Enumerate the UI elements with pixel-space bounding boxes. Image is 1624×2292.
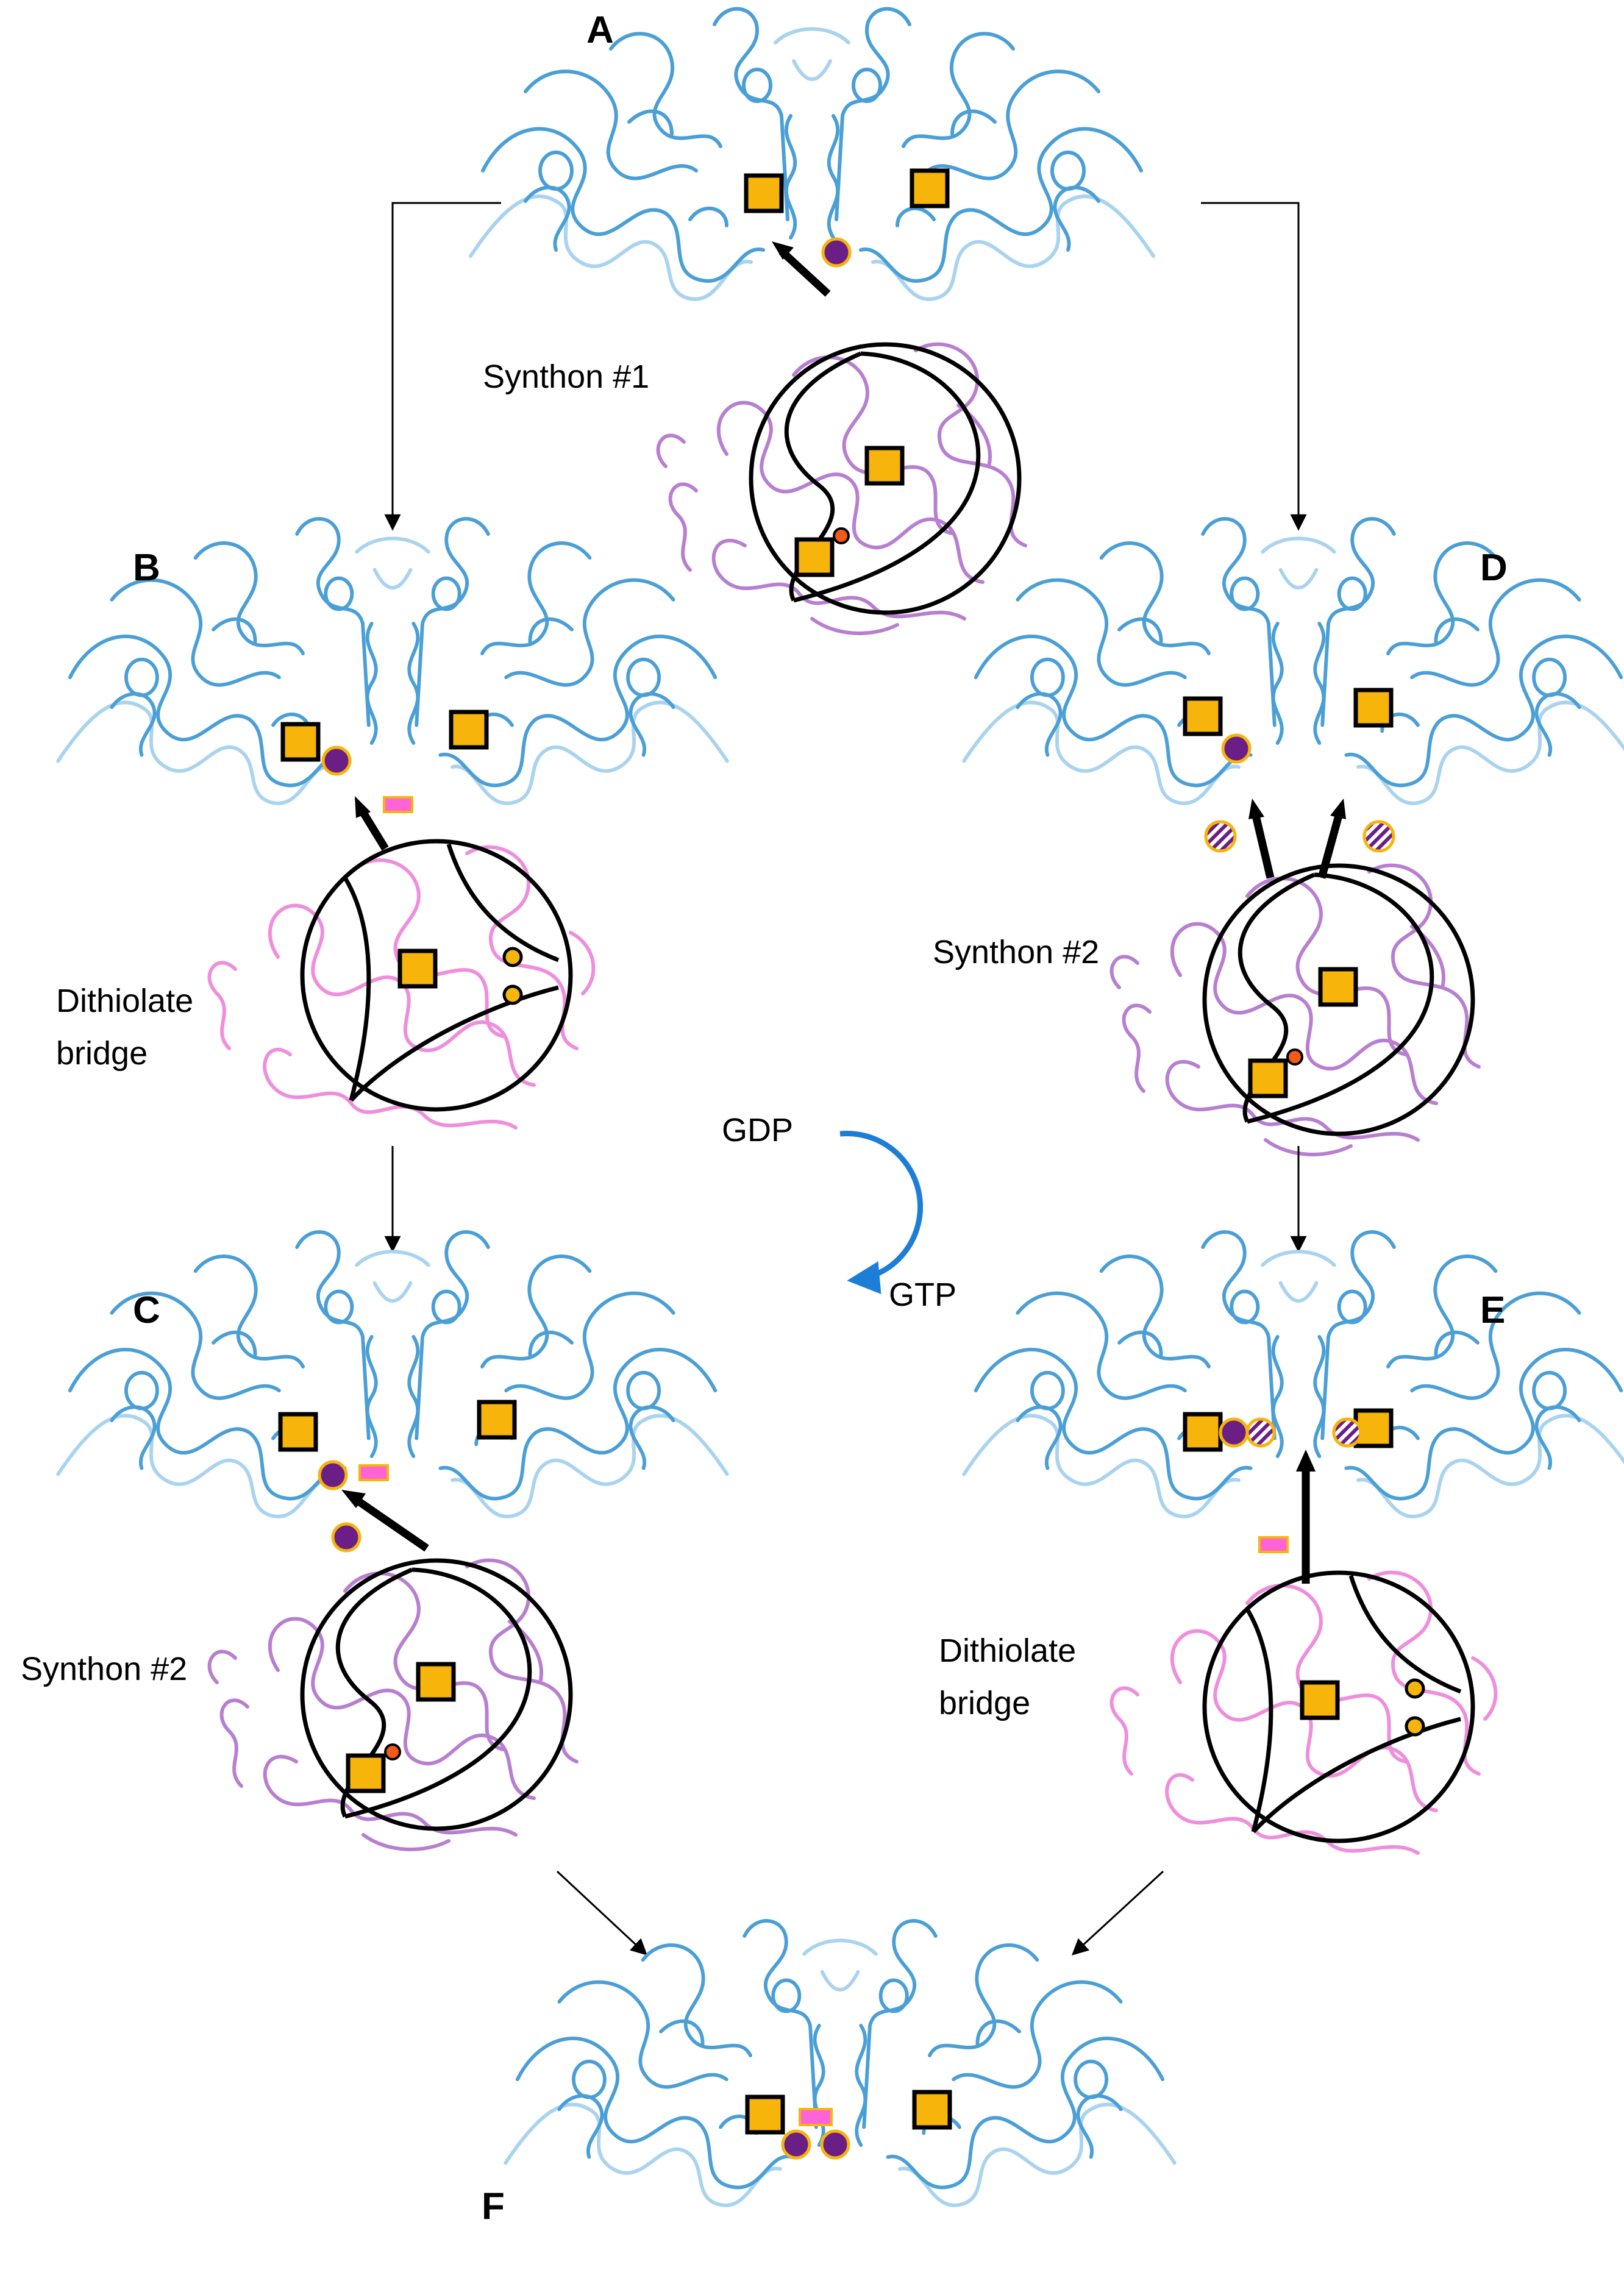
arrow-a-to-b bbox=[384, 202, 501, 531]
cluster-square-left bbox=[1183, 696, 1223, 736]
caption-synthon-1: Synthon #1 bbox=[483, 358, 649, 395]
cluster-square-right bbox=[910, 168, 950, 208]
ligand-circle bbox=[1221, 733, 1252, 764]
panel-d: D Synthon #2 bbox=[933, 519, 1624, 1155]
gdp-label: GDP bbox=[722, 1112, 793, 1148]
pink-bridge-bar bbox=[383, 796, 413, 813]
ligand-circle bbox=[321, 746, 352, 776]
panel-a: A Synthon #1 bbox=[471, 9, 1153, 633]
gdp-gtp-cycle-arrow bbox=[839, 1131, 923, 1294]
ligand-circle-bound bbox=[318, 1460, 348, 1490]
panel-label-e: E bbox=[1480, 1289, 1505, 1331]
caption-dithiolate-b-2: bridge bbox=[56, 1035, 148, 1072]
hatched-ligand-right bbox=[1332, 1417, 1362, 1448]
ligand-circle bbox=[1219, 1417, 1249, 1448]
panel-label-b: B bbox=[133, 547, 160, 589]
cluster-square-right bbox=[477, 1400, 517, 1440]
ligand-circle bbox=[821, 237, 852, 268]
cluster-square-left bbox=[1183, 1412, 1223, 1452]
panel-c: C Synthon #2 bbox=[21, 1232, 727, 1849]
pink-bridge-bar bbox=[1258, 1536, 1289, 1553]
ligand-circle-right bbox=[820, 2129, 850, 2160]
gtp-cycle: GDP GTP bbox=[722, 1112, 956, 1313]
pink-bridge-bar bbox=[358, 1464, 389, 1481]
panel-label-d: D bbox=[1480, 547, 1508, 589]
panel-label-c: C bbox=[133, 1289, 160, 1331]
cluster-square-left bbox=[744, 173, 784, 213]
panel-label-f: F bbox=[482, 2185, 505, 2227]
hatched-ligand-left bbox=[1204, 820, 1237, 853]
caption-dithiolate-b-1: Dithiolate bbox=[56, 983, 193, 1019]
cluster-square-left bbox=[280, 722, 321, 762]
arrow-c-to-f bbox=[556, 1870, 647, 1956]
ligand-circle-free bbox=[331, 1522, 361, 1553]
cluster-square-left bbox=[278, 1412, 318, 1452]
pink-bridge-bar bbox=[799, 2108, 833, 2126]
panel-label-a: A bbox=[586, 9, 614, 51]
panel-e: E Dithiolate bridge bbox=[939, 1232, 1624, 1853]
cluster-square-right bbox=[449, 710, 489, 750]
hatched-ligand-left bbox=[1245, 1417, 1276, 1448]
cluster-square-right bbox=[1353, 1408, 1394, 1448]
arrow-e-to-f bbox=[1072, 1870, 1164, 1956]
caption-dithiolate-e-2: bridge bbox=[939, 1685, 1030, 1721]
arrow-a-to-d bbox=[1201, 202, 1307, 531]
gtp-label: GTP bbox=[889, 1276, 956, 1313]
panel-b-drawing: B Dithiolate bridge bbox=[56, 519, 727, 1128]
cluster-square-right bbox=[912, 2090, 952, 2130]
cluster-square-left bbox=[745, 2094, 785, 2135]
hatched-ligand-right bbox=[1362, 820, 1395, 853]
cluster-square-right bbox=[1353, 688, 1394, 728]
ligand-circle-left bbox=[781, 2129, 811, 2160]
caption-synthon-2-c: Synthon #2 bbox=[21, 1651, 187, 1687]
caption-dithiolate-e-1: Dithiolate bbox=[939, 1632, 1076, 1669]
caption-synthon-2-d: Synthon #2 bbox=[933, 934, 1099, 970]
panel-f: F bbox=[482, 1921, 1175, 2227]
